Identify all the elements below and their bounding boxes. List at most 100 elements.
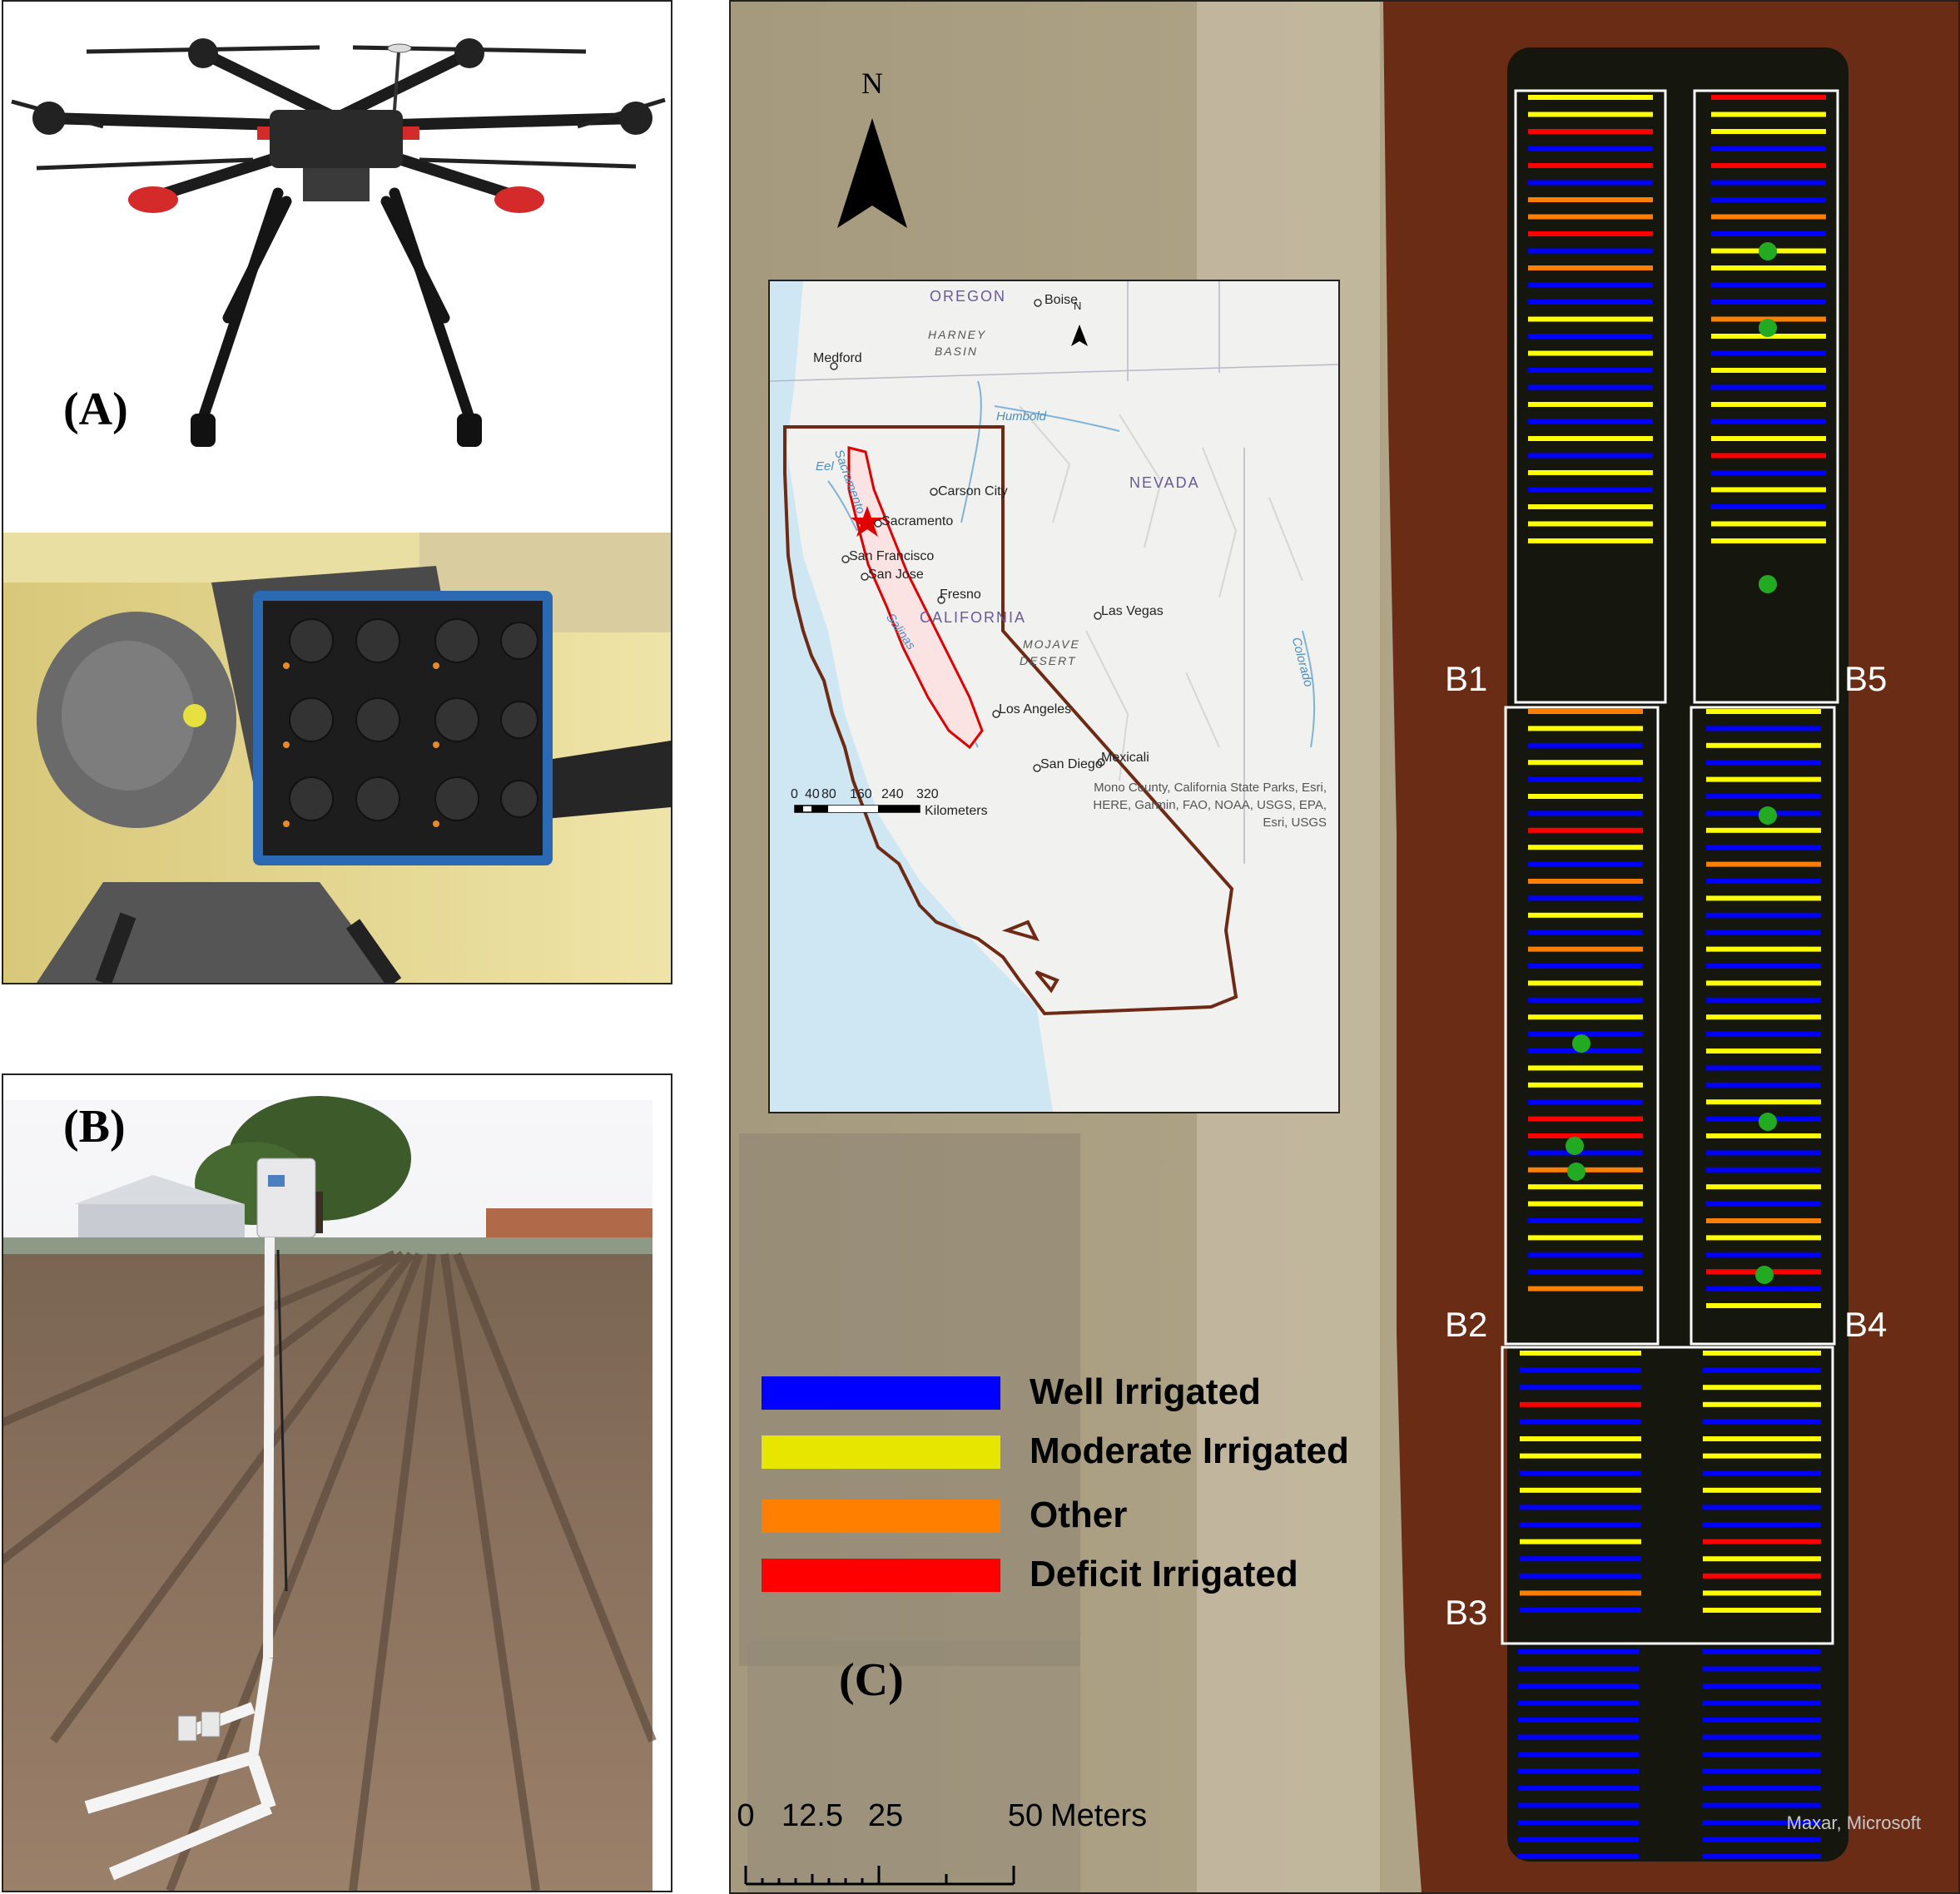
block-label-b1: B1 [1445,659,1488,698]
plot-row [1518,1718,1639,1723]
plot-row [1528,997,1643,1003]
plot-row [1528,214,1653,220]
plot-row [1528,1252,1643,1257]
plot-row [1520,1522,1641,1527]
plot-row [1711,146,1826,151]
plot-row [1528,419,1653,424]
plot-row [1706,1252,1821,1257]
block-b1-outline [1514,89,1667,704]
sensor-dot [1759,319,1777,337]
city-lasvegas: Las Vegas [1101,604,1164,618]
plot-row [1528,861,1643,867]
plot-row [1703,1419,1821,1425]
region-harney-1: HARNEY [928,328,987,341]
sensor-dot [1572,1034,1590,1053]
plot-row [1703,1539,1821,1544]
plot-row [1528,726,1643,731]
plot-row [1706,964,1821,969]
plot-row [1528,827,1643,833]
plot-row [1520,1608,1641,1613]
region-harney-2: BASIN [935,345,979,358]
panel-b-label: (B) [63,1101,126,1153]
plot-row [1703,1522,1821,1527]
plot-row [1711,504,1826,509]
plot-row [1528,300,1653,305]
plot-row [1520,1487,1641,1493]
plot-row [1520,1367,1641,1373]
plot-row [1528,504,1653,509]
plot-row [1518,1768,1639,1774]
city-sanfrancisco: San Francisco [849,549,935,563]
plot-row [1528,879,1643,884]
inset-california-map: OREGON HARNEY BASIN NEVADA CALIFORNIA MO… [768,280,1340,1113]
plot-row [1703,1505,1821,1510]
plot-row [1711,214,1826,220]
plot-row [1706,1235,1821,1241]
region-mojave-1: MOJAVE [1023,637,1080,651]
scale-unit: Kilometers [925,804,988,818]
scale-tick-2: 80 [821,787,836,801]
city-sanjose: San Jose [868,568,924,582]
field-scale-tick-0: 0 [737,1798,754,1833]
plot-row [1711,112,1826,117]
plot-row [1706,1201,1821,1207]
plot-row [1706,1167,1821,1173]
plot-row [1520,1385,1641,1391]
plot-row [1528,1150,1643,1156]
plot-row [1703,1854,1821,1859]
plot-row [1528,384,1653,390]
panel-a: (A) [2,0,672,984]
plot-row [1520,1470,1641,1476]
plot-row [1711,180,1826,186]
plot-row [1518,1837,1639,1842]
sensor-dot [1759,1113,1777,1131]
scale-tick-4: 240 [881,787,904,801]
plot-row [1706,930,1821,935]
plot-row [1711,470,1826,475]
plot-row [1706,879,1821,884]
plot-row [1528,811,1643,816]
plot-row [1706,997,1821,1003]
region-california: CALIFORNIA [920,609,1027,626]
plot-row [1703,1487,1821,1493]
plot-row [1711,436,1826,441]
field-scale-unit: Meters [1050,1798,1147,1833]
plot-row [1528,1099,1643,1105]
field-scale-tick-3: 50 [1008,1798,1043,1833]
plot-row [1703,1470,1821,1476]
river-humboldt: Humbold [996,409,1047,424]
river-eel: Eel [816,459,834,474]
plot-row [1706,726,1821,731]
plot-row [1703,1700,1821,1706]
plot-row [1528,265,1653,270]
inset-scale-bar [794,805,920,813]
plot-row [1711,419,1826,424]
plot-row [1703,1718,1821,1723]
sensor-dot [1759,242,1777,260]
plot-row [1711,265,1826,270]
plot-row [1528,895,1643,901]
block-b2-outline [1504,706,1660,1346]
plot-row [1520,1590,1641,1596]
field-sensor-photo [3,1075,671,1891]
city-boise: Boise [1045,293,1079,307]
city-sandiego: San Diego [1040,757,1103,771]
city-sacramento: Sacramento [881,514,954,528]
plot-row [1518,1820,1639,1825]
plot-row [1528,1031,1643,1037]
legend-swatch-other [762,1500,1000,1533]
plot-row [1528,1184,1643,1190]
site-star-icon [851,506,884,537]
plot-row [1703,1820,1821,1825]
plot-row [1706,895,1821,901]
field-scale-tick-2: 25 [868,1798,903,1833]
sensor-dot [1566,1137,1584,1155]
scale-tick-3: 160 [850,787,872,801]
plot-row [1703,1367,1821,1373]
plot-row [1528,776,1643,782]
plot-rows [1518,95,1826,1859]
plot-row [1528,95,1653,100]
panel-c-label: (C) [839,1654,904,1706]
plot-row [1703,1768,1821,1774]
block-label-b4: B4 [1844,1305,1888,1344]
